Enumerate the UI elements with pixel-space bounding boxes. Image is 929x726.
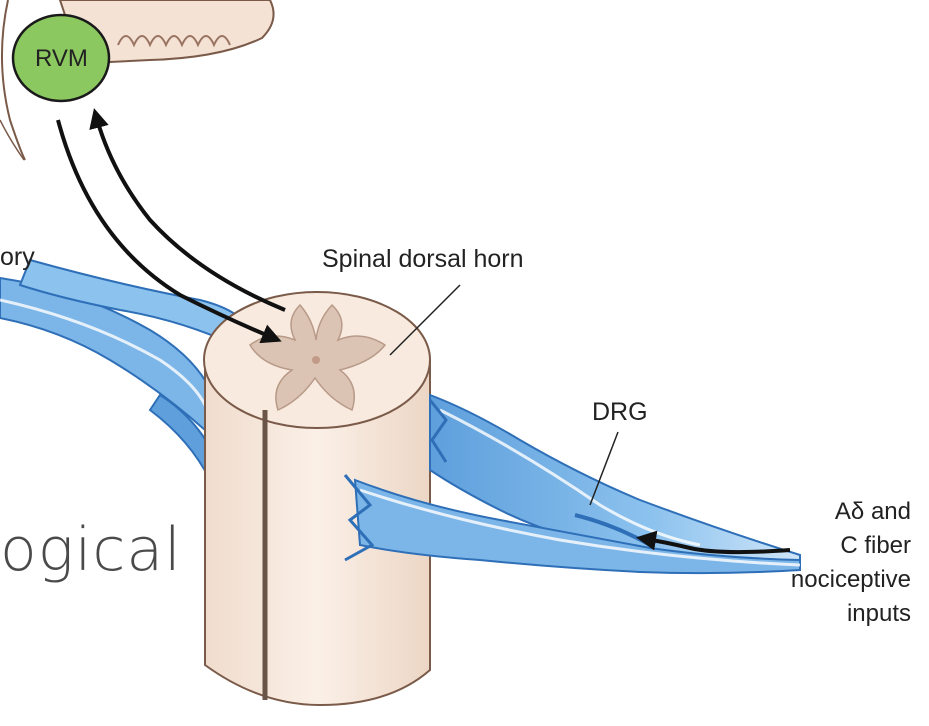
partial-left-label: ory — [0, 243, 35, 272]
fiber-label-line4: inputs — [791, 597, 911, 631]
drg-label: DRG — [592, 398, 648, 427]
fiber-label-line2: C fiber — [791, 529, 911, 563]
spinal-dorsal-horn-label: Spinal dorsal horn — [322, 245, 524, 274]
overlay-title-fragment: ogical — [0, 515, 182, 585]
rvm-label: RVM — [35, 45, 88, 73]
fiber-input-label: Aδ and C fiber nociceptive inputs — [791, 495, 911, 631]
fiber-label-line1: Aδ and — [791, 495, 911, 529]
fiber-label-line3: nociceptive — [791, 563, 911, 597]
